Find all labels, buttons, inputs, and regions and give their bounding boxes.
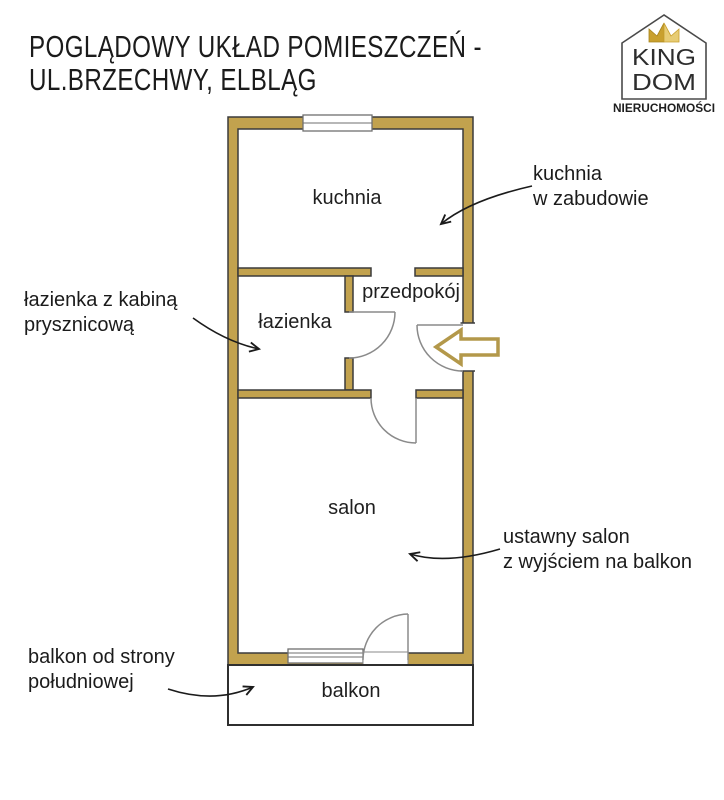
annotation-balkon-line1: balkon od strony — [28, 646, 175, 668]
annotation-salon-line1: ustawny salon — [503, 526, 630, 548]
annotation-kuchnia: kuchnia w zabudowie — [533, 162, 649, 212]
wall-lazienka-upper — [344, 275, 354, 313]
agency-logo: KING DOM NIERUCHOMOŚCI — [613, 14, 715, 115]
arrow-to-kuchnia — [439, 185, 533, 226]
room-label-balkon: balkon — [322, 680, 381, 702]
annotation-salon: ustawny salon z wyjściem na balkon — [503, 525, 692, 575]
room-label-przedpokoj: przedpokój — [362, 281, 460, 303]
crown-icon — [648, 22, 680, 43]
annotation-lazienka-line2: prysznicową — [24, 314, 135, 336]
room-label-lazienka: łazienka — [258, 311, 332, 333]
annotation-lazienka-line1: łazienka z kabiną — [24, 289, 178, 311]
entrance-door-icon — [416, 324, 464, 372]
entry-arrow-icon — [432, 326, 500, 368]
kuchnia-window-icon — [302, 114, 373, 132]
wall-kuchnia-bottom-right — [414, 267, 464, 277]
wall-kuchnia-bottom-left — [237, 267, 372, 277]
wall-salon-top-left — [237, 389, 372, 399]
logo-brand-king: KING — [632, 44, 696, 70]
balcony-door-threshold — [362, 651, 409, 667]
page-title-line1: POGLĄDOWY UKŁAD POMIESZCZEŃ - — [29, 29, 482, 64]
annotation-kuchnia-line1: kuchnia — [533, 163, 602, 185]
salon-door-icon — [370, 397, 417, 444]
arrow-to-balkon — [167, 685, 255, 697]
arrow-to-salon — [408, 548, 501, 562]
page-title: POGLĄDOWY UKŁAD POMIESZCZEŃ - UL.BRZECHW… — [29, 30, 482, 96]
arrow-to-lazienka — [192, 317, 262, 353]
house-icon — [621, 14, 707, 100]
annotation-salon-line2: z wyjściem na balkon — [503, 551, 692, 573]
lazienka-door-icon — [348, 311, 396, 359]
logo-tagline: NIERUCHOMOŚCI — [613, 102, 715, 115]
room-label-salon: salon — [328, 497, 376, 519]
room-label-kuchnia: kuchnia — [313, 187, 383, 209]
wall-salon-top-right — [415, 389, 464, 399]
annotation-lazienka: łazienka z kabiną prysznicową — [24, 288, 177, 338]
wall-lazienka-lower — [344, 357, 354, 391]
balcony-door-icon — [362, 613, 409, 661]
logo-brand-dom: DOM — [632, 69, 696, 95]
page-title-line2: UL.BRZECHWY, ELBLĄG — [29, 62, 317, 97]
annotation-balkon: balkon od strony południowej — [28, 645, 175, 695]
annotation-kuchnia-line2: w zabudowie — [533, 188, 649, 210]
salon-window-icon — [287, 648, 364, 664]
annotation-balkon-line2: południowej — [28, 671, 134, 693]
